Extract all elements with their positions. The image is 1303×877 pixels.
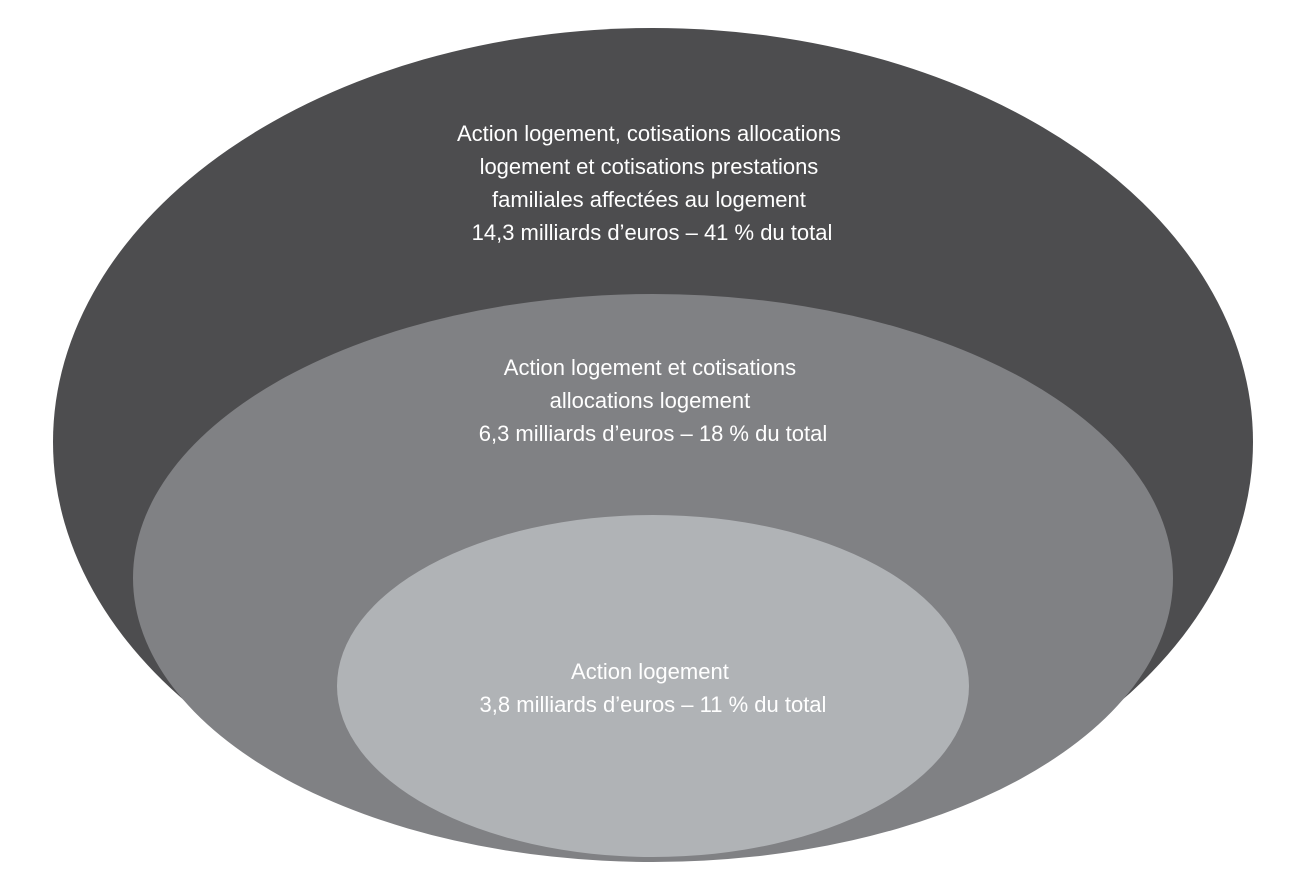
inner-ellipse [337, 515, 969, 857]
middle-label-line-3: 6,3 milliards d’euros – 18 % du total [479, 421, 828, 446]
outer-label-line-3: familiales affectées au logement [492, 187, 806, 212]
outer-label-line-1: Action logement, cotisations allocations [457, 121, 841, 146]
middle-label-line-2: allocations logement [550, 388, 751, 413]
inner-label-line-2: 3,8 milliards d’euros – 11 % du total [480, 692, 827, 717]
inner-label: Action logement 3,8 milliards d’euros – … [480, 659, 827, 717]
middle-label: Action logement et cotisations allocatio… [479, 355, 828, 446]
outer-label-line-2: logement et cotisations prestations [480, 154, 819, 179]
outer-label: Action logement, cotisations allocations… [457, 121, 847, 245]
middle-label-line-1: Action logement et cotisations [504, 355, 796, 380]
inner-label-line-1: Action logement [571, 659, 729, 684]
outer-label-line-4: 14,3 milliards d’euros – 41 % du total [472, 220, 833, 245]
